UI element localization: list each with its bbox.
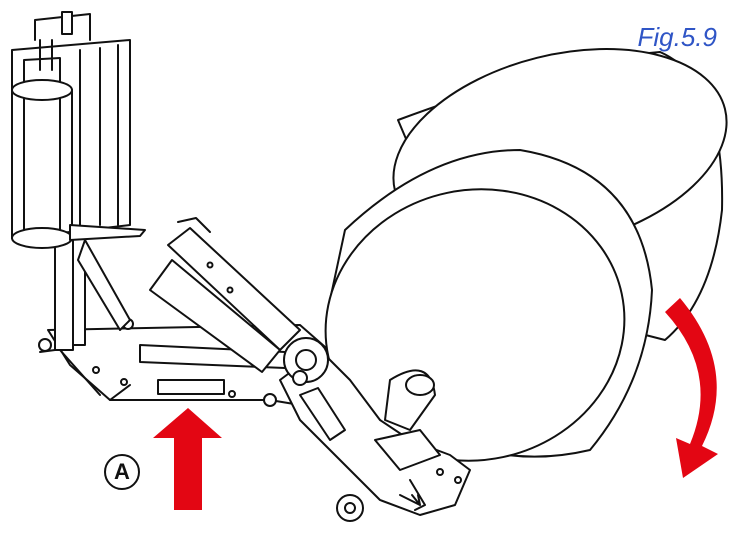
callout-a: A bbox=[104, 454, 140, 490]
inclined-support bbox=[149, 217, 301, 373]
lift-arrow-icon bbox=[153, 408, 222, 510]
wrapper-mast bbox=[11, 11, 146, 353]
tip-direction-arrow-icon bbox=[665, 298, 718, 478]
tipper-mechanism bbox=[279, 337, 471, 522]
figure-label: Fig.5.9 bbox=[637, 22, 718, 52]
